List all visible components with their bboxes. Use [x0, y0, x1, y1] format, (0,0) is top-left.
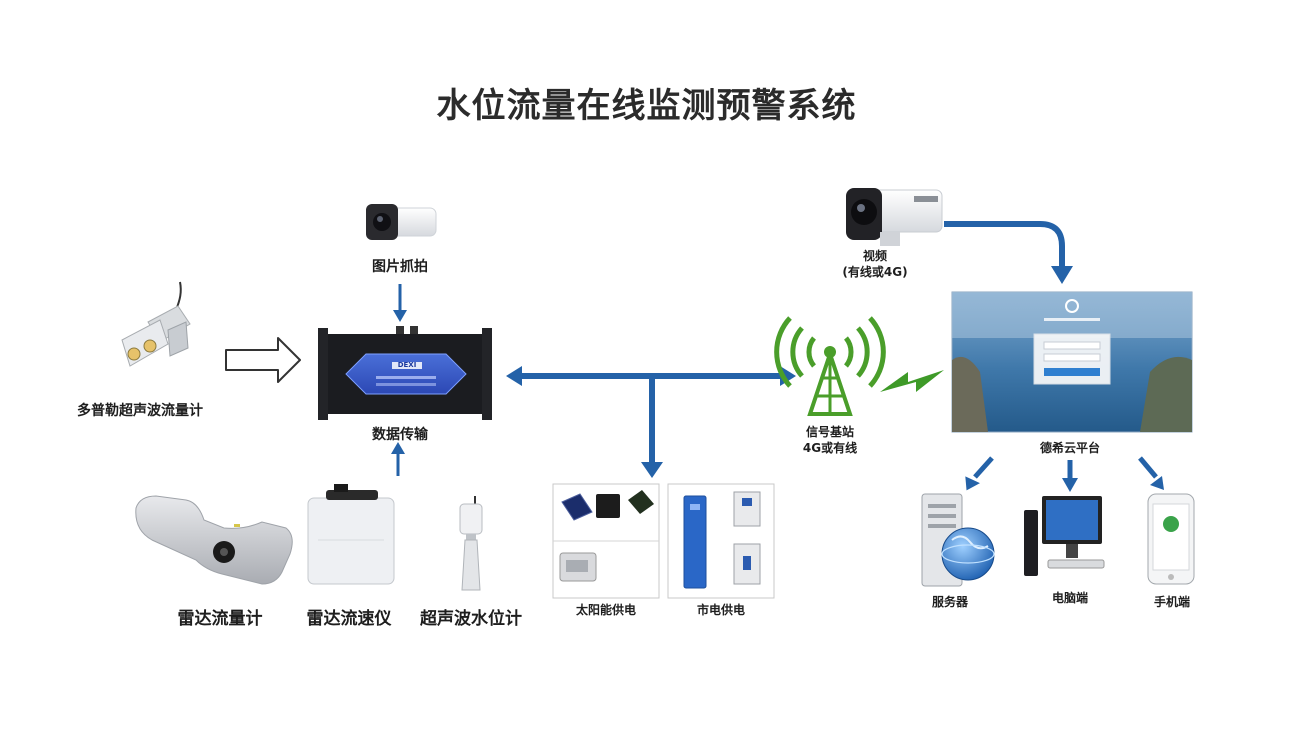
desktop-computer-icon: [1024, 496, 1105, 576]
camera-icon: [846, 188, 943, 246]
mobile-label: 手机端: [1153, 595, 1190, 609]
video-sub-label: (有线或4G): [842, 265, 908, 279]
camera-icon: [366, 204, 437, 240]
cloud-platform-label: 德希云平台: [1039, 441, 1100, 455]
photo-capture-label: 图片抓拍: [372, 259, 428, 275]
doppler-sensor-icon: [121, 281, 191, 367]
arrow-video-to-platform: [944, 221, 1073, 284]
base-station-label: 信号基站: [805, 425, 854, 439]
power-supply-icon: [667, 483, 775, 599]
radar-flowmeter-label: 雷达流量计: [177, 609, 263, 629]
device-brand: DEXI: [397, 361, 417, 369]
doppler-flowmeter-label: 多普勒超声波流量计: [77, 403, 203, 419]
arrows-platform-to-clients: [965, 456, 1164, 492]
radar-velocimeter-label: 雷达流速仪: [306, 609, 392, 629]
arrow-sensors-to-logger: [391, 442, 405, 476]
video-label: 视频: [862, 249, 887, 263]
solar-battery-icon: [552, 483, 660, 599]
base-station-sub-label: 4G或有线: [802, 441, 858, 455]
data-logger-icon: [318, 326, 492, 420]
radar-velocimeter-icon: [307, 484, 395, 585]
arrow-camera-to-logger: [393, 284, 407, 322]
server-label: 服务器: [931, 595, 968, 609]
platform-screenshot: [951, 291, 1193, 433]
lightning-icon: [880, 370, 944, 392]
mobile-phone-icon: [1147, 493, 1195, 585]
solar-power-label: 太阳能供电: [575, 603, 636, 617]
radar-flowmeter-icon: [135, 495, 293, 585]
data-transmission-label: 数据传输: [372, 427, 428, 443]
arrow-logger-bidirectional: [506, 366, 796, 478]
ultrasonic-level-icon: [459, 496, 483, 591]
signal-tower-icon: [774, 316, 886, 416]
server-globe-icon: [921, 493, 995, 587]
outline-arrow-icon: [225, 337, 301, 383]
page-title: 水位流量在线监测预警系统: [436, 86, 857, 126]
ultrasonic-level-label: 超声波水位计: [420, 609, 522, 629]
mains-power-label: 市电供电: [696, 603, 745, 617]
pc-label: 电脑端: [1051, 591, 1088, 605]
